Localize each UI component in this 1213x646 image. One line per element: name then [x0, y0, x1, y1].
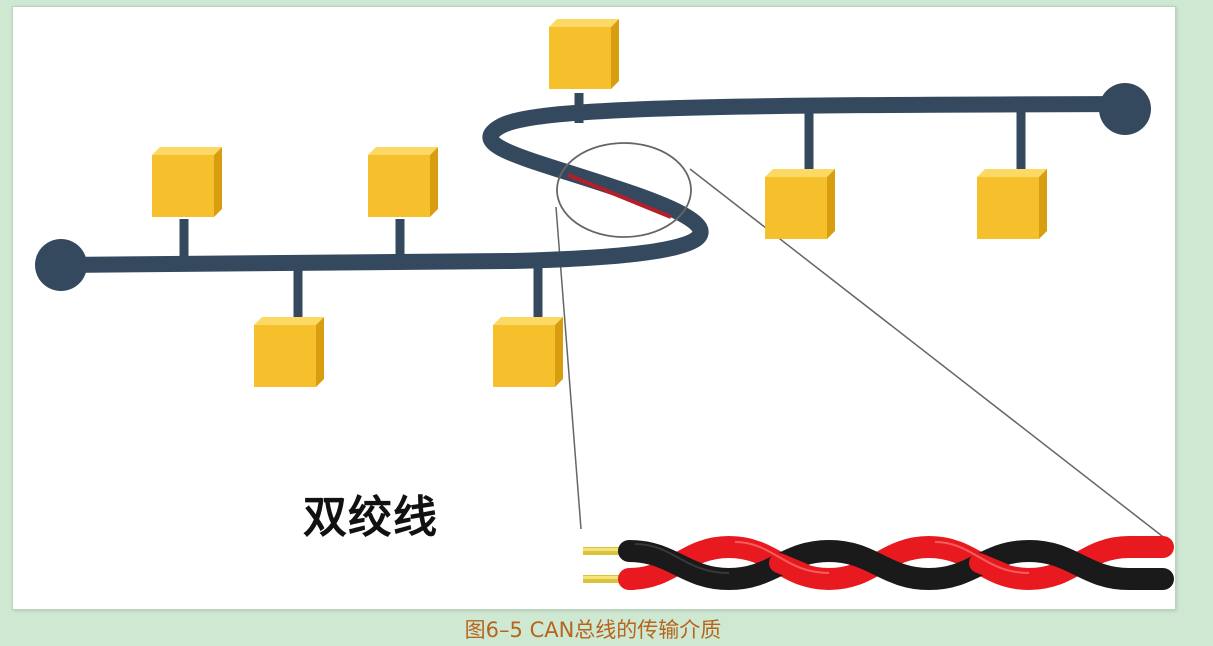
node-stubs	[179, 93, 1026, 327]
zoom-circle	[556, 142, 692, 238]
can-node-7	[977, 169, 1047, 239]
can-node-6	[765, 169, 835, 239]
twisted-pair-label: 双绞线	[303, 492, 438, 543]
can-bus-cable	[53, 96, 1133, 273]
bus-terminator-left	[35, 239, 87, 291]
bus-terminator-right	[1099, 83, 1151, 135]
can-node-5	[549, 19, 619, 89]
figure-caption: 图6–5 CAN总线的传输介质	[464, 618, 722, 642]
can-node-4	[493, 317, 563, 387]
can-bus-diagram	[35, 19, 1174, 591]
twisted-pair-cable	[583, 535, 1174, 591]
figure-frame: 双绞线	[12, 6, 1176, 610]
zoom-guide-lines	[555, 168, 1172, 544]
can-node-3	[254, 317, 324, 387]
twisted-pair-highlight	[567, 173, 672, 219]
can-node-2	[368, 147, 438, 217]
can-node-1	[152, 147, 222, 217]
